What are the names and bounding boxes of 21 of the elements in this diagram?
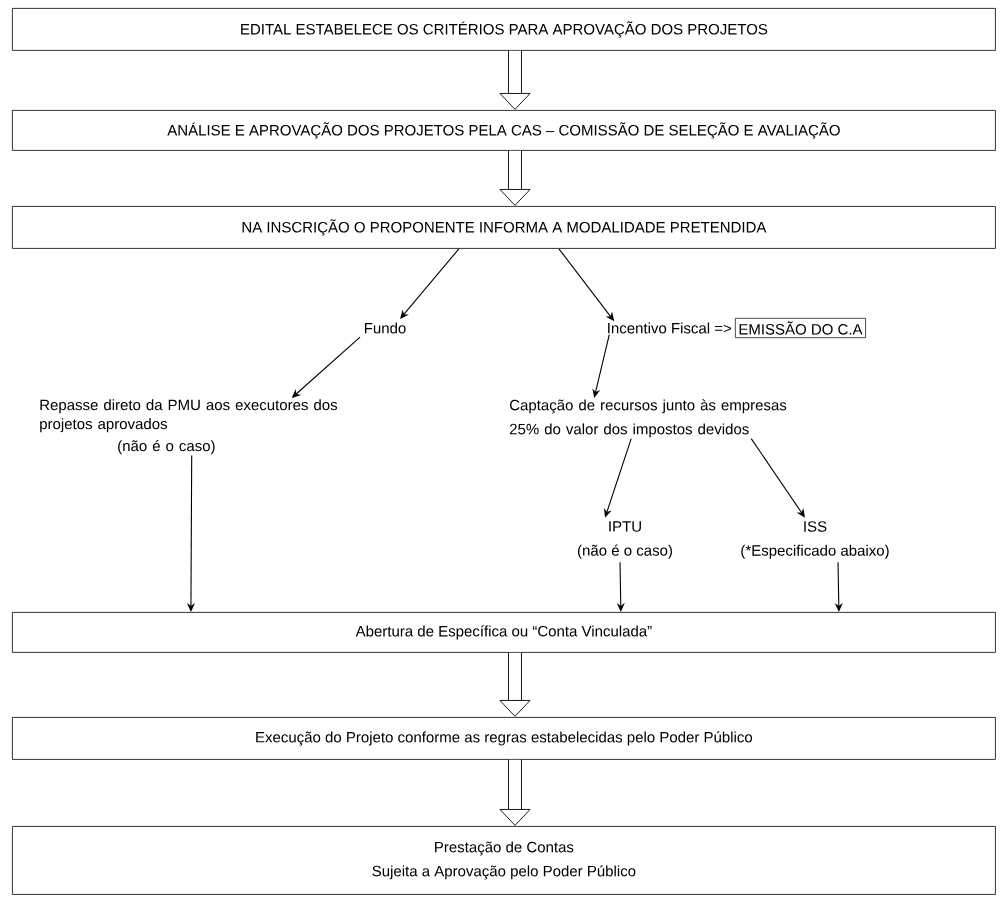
block-arrow [499, 50, 531, 110]
highlighted-box: EMISSÃO DO C.A [735, 318, 866, 339]
arrow [750, 438, 805, 518]
option-label: Fundo [364, 322, 406, 334]
flow-box: ANÁLISE E APROVAÇÃO DOS PROJETOS PELA CAS – COMISSÃO DE SELEÇÃO E AVALIAÇÃO [12, 110, 996, 151]
arrow [592, 334, 610, 398]
arrow [400, 248, 460, 319]
option-label: Incentivo Fiscal => [608, 322, 732, 334]
flow-box: Abertura de Específica ou “Conta Vinculada” [12, 612, 996, 653]
block-arrow [499, 150, 531, 206]
option-label: IPTU (não é o caso) [578, 521, 672, 559]
block-arrow [499, 759, 531, 826]
option-label: ISS (*Especificado abaixo) [741, 521, 889, 559]
flow-box: Prestação de Contas Sujeita a Aprovação pelo Poder Público [12, 826, 996, 895]
flow-box: EDITAL ESTABELECE OS CRITÉRIOS PARA APROVAÇÃO DOS PROJETOS [12, 8, 996, 51]
description-text: Captação de recursos junto às empresas 25% do valor dos impostos devidos [509, 399, 787, 438]
description-text: Repasse direto da PMU aos executores dos projetos aprovados (não é o caso) [40, 399, 338, 455]
flow-box: NA INSCRIÇÃO O PROPONENTE INFORMA A MODALIDADE PRETENDIDA [12, 206, 996, 249]
flow-box: Execução do Projeto conforme as regras estabelecidas pelo Poder Público [12, 717, 996, 760]
arrow [604, 438, 632, 518]
block-arrow [499, 652, 531, 717]
